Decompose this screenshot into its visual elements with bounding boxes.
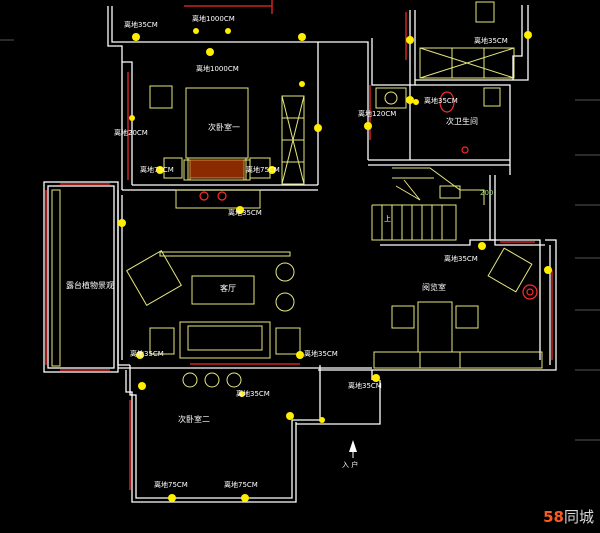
watermark-text: 同城 — [563, 508, 594, 526]
edge-ticks — [0, 39, 600, 441]
watermark-logo: 58同城 — [543, 506, 594, 527]
entry-arrow — [349, 440, 357, 458]
height-label: 离地75CM — [224, 481, 258, 489]
walls — [43, 5, 557, 503]
height-label: 离地20CM — [114, 129, 148, 137]
room-study: 阅览室 — [422, 283, 446, 292]
height-label: 离地35CM — [424, 97, 458, 105]
height-label: 离地35CM — [124, 21, 158, 29]
height-label: 离地35CM — [348, 382, 382, 390]
height-label: 离地35CM — [474, 37, 508, 45]
room-living: 客厅 — [220, 284, 236, 293]
room-balcony: 露台植物景观 — [66, 281, 114, 290]
height-label: 离地1000CM — [196, 65, 239, 73]
height-label: 离地35CM — [444, 255, 478, 263]
room-bathroom: 次卫生间 — [446, 117, 478, 126]
red-fixtures — [199, 91, 538, 300]
height-label: 离地75CM — [140, 166, 174, 174]
height-label: 离地75CM — [154, 481, 188, 489]
height-label: 离地35CM — [236, 390, 270, 398]
watermark-number: 58 — [543, 508, 564, 526]
windows — [45, 0, 553, 490]
height-label: 离地35CM — [304, 350, 338, 358]
height-label: 离地1000CM — [192, 15, 235, 23]
bed-footboard — [189, 159, 245, 179]
height-label: 离地35CM — [130, 350, 164, 358]
entrance-label: 入 户 — [342, 461, 359, 469]
room-master-bedroom: 次卧室一 — [208, 123, 240, 132]
furniture — [51, 1, 543, 388]
height-label: 离地35CM — [228, 209, 262, 217]
height-label: 离地120CM — [358, 110, 397, 118]
height-label: 离地75CM — [246, 166, 280, 174]
stair-number-label: 200 — [480, 189, 494, 197]
stair-up-label: 上 — [384, 215, 391, 223]
room-bedroom-two: 次卧室二 — [178, 415, 210, 424]
lights — [118, 28, 552, 502]
